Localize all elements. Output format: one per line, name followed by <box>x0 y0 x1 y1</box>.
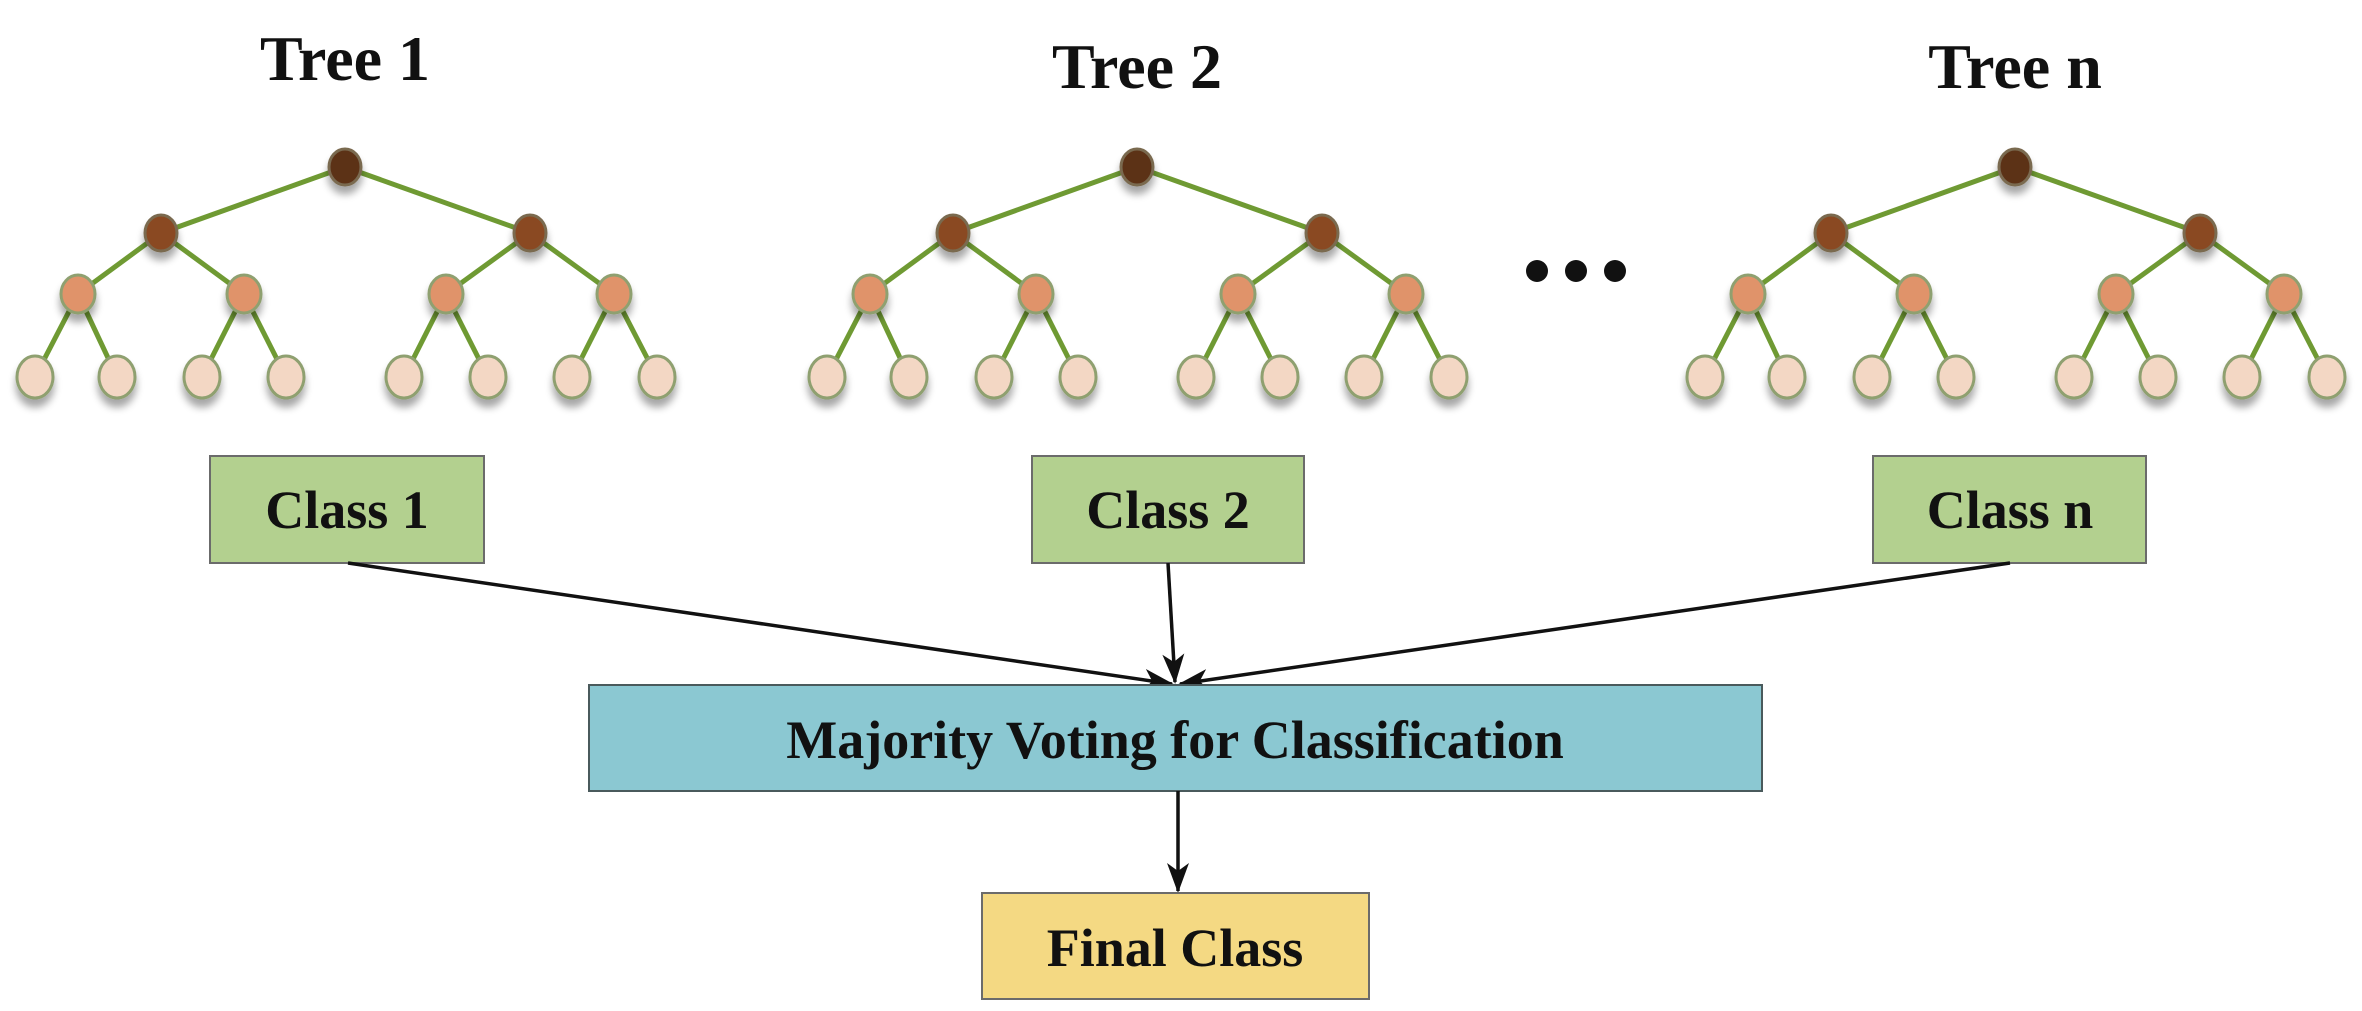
tree-edge <box>344 164 531 236</box>
class-box-n: Class n <box>1872 455 2147 564</box>
tree-edge <box>1136 164 1323 236</box>
leaf-node <box>2222 354 2262 400</box>
ellipsis-dot <box>1565 260 1587 282</box>
leaf-node <box>2054 354 2094 400</box>
leaf-node <box>1344 354 1384 400</box>
leaf-node <box>2307 354 2347 400</box>
leaf-node <box>2138 354 2178 400</box>
majority-voting-label: Majority Voting for Classification <box>786 710 1563 770</box>
leaf-node <box>1176 354 1216 400</box>
arrow-class1-to-vote <box>347 561 1174 691</box>
split-node <box>1895 273 1933 315</box>
class-label-2: Class 2 <box>1086 480 1250 540</box>
leaf-node <box>182 354 222 400</box>
split-node <box>225 273 263 315</box>
tree-edge <box>160 164 346 236</box>
leaf-node <box>552 354 592 400</box>
split-node <box>427 273 465 315</box>
root-node <box>327 147 363 187</box>
tree-title-n: Tree n <box>1928 31 2102 102</box>
leaf-node <box>1260 354 1300 400</box>
ellipsis-dots <box>1526 260 1626 282</box>
trees-layer <box>15 147 2347 400</box>
tree-edge <box>2014 164 2201 236</box>
leaf-node <box>266 354 306 400</box>
leaf-node <box>1058 354 1098 400</box>
leaf-node <box>1936 354 1976 400</box>
leaf-node <box>1852 354 1892 400</box>
leaf-node <box>97 354 137 400</box>
branch-node <box>1813 213 1849 253</box>
leaf-node <box>468 354 508 400</box>
split-node <box>851 273 889 315</box>
branch-node <box>1304 213 1340 253</box>
class-box-2: Class 2 <box>1031 455 1305 564</box>
leaf-node <box>974 354 1014 400</box>
split-node <box>1017 273 1055 315</box>
split-node <box>1387 273 1425 315</box>
ellipsis-dot <box>1604 260 1626 282</box>
leaf-node <box>1429 354 1469 400</box>
split-node <box>2265 273 2303 315</box>
leaf-node <box>889 354 929 400</box>
root-node <box>1119 147 1155 187</box>
split-node <box>1219 273 1257 315</box>
leaf-node <box>384 354 424 400</box>
decision-tree-2 <box>807 147 1469 400</box>
leaf-node <box>15 354 55 400</box>
class-label-n: Class n <box>1927 480 2094 540</box>
tree-edge <box>952 164 1138 236</box>
split-node <box>595 273 633 315</box>
split-node <box>1729 273 1767 315</box>
final-class-box: Final Class <box>981 892 1370 1000</box>
arrow-classn-to-vote <box>1178 561 2011 691</box>
branch-node <box>935 213 971 253</box>
final-class-label: Final Class <box>1047 918 1304 978</box>
split-node <box>59 273 97 315</box>
arrow-class2-to-vote <box>1162 562 1185 684</box>
tree-title-1: Tree 1 <box>260 23 430 94</box>
ellipsis-dot <box>1526 260 1548 282</box>
decision-tree-3 <box>1685 147 2347 400</box>
split-node <box>2097 273 2135 315</box>
tree-title-2: Tree 2 <box>1052 31 1222 102</box>
decision-tree-1 <box>15 147 677 400</box>
branch-node <box>512 213 548 253</box>
root-node <box>1997 147 2033 187</box>
leaf-node <box>807 354 847 400</box>
class-box-1: Class 1 <box>209 455 485 564</box>
branch-node <box>2182 213 2218 253</box>
tree-edge <box>1830 164 2016 236</box>
leaf-node <box>1685 354 1725 400</box>
branch-node <box>143 213 179 253</box>
majority-voting-box: Majority Voting for Classification <box>588 684 1763 792</box>
leaf-node <box>637 354 677 400</box>
class-label-1: Class 1 <box>265 480 429 540</box>
leaf-node <box>1767 354 1807 400</box>
